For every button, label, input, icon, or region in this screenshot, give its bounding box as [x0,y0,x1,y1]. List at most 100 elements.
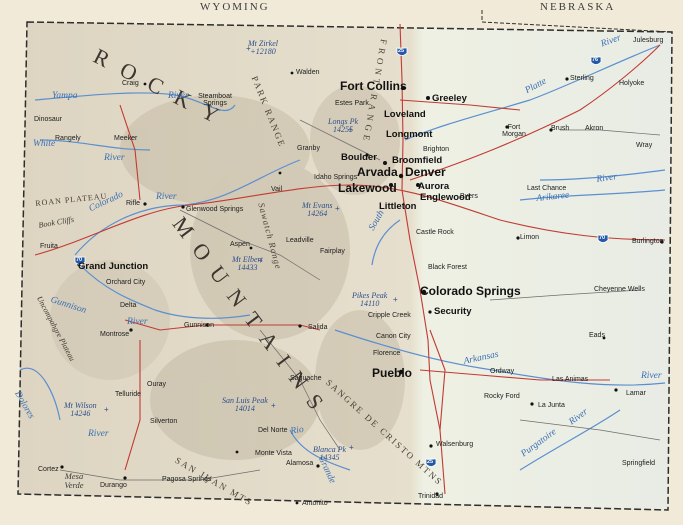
city-label-aurora: Aurora [418,181,450,192]
city-label-estes-park: Estes Park [335,100,369,107]
river-label-yampa-river: River [168,91,189,101]
river-label-arkansas-river: River [641,371,662,381]
city-label-colorado-springs: Colorado Springs [420,284,521,298]
city-label-julesburg: Julesburg [633,37,664,44]
road-greeley-brush [399,99,521,111]
city-label-la-junta: La Junta [538,402,565,409]
mesa-verde-label: Mesa Verde [64,471,84,490]
city-label-cripple-creek: Cripple Creek [368,312,411,319]
city-label-durango: Durango [100,482,127,489]
road-pueblo-lamar [419,369,610,381]
city-label-englewood: Englewood [420,192,471,203]
interstate-70-shield-east [597,234,609,243]
city-label-gunnison: Gunnison [184,322,214,329]
city-label-rifle: Rifle [126,200,141,207]
city-label-lakewood: Lakewood [338,181,397,195]
city-label-broomfield: Broomfield [392,155,443,166]
city-label-last-chance: Last Chance [527,185,567,192]
city-label-akron: Akron [585,125,604,132]
city-label-black-forest: Black Forest [428,264,467,271]
interstate-76-label: 76 [592,57,599,63]
city-label-orchard-city: Orchard City [106,279,146,286]
svg-text:+: + [393,295,398,304]
city-label-silverton: Silverton [150,418,178,425]
city-label-rocky-ford: Rocky Ford [484,393,520,400]
interstate-25-shield-south [425,458,437,467]
river-label-white-river: River [104,153,125,163]
city-label-alamosa: Alamosa [286,460,314,467]
city-label-boulder: Boulder [341,152,377,163]
city-label-springfield: Springfield [622,460,656,467]
interstate-25-label-north: 25 [398,48,405,54]
city-label-dinosaur: Dinosaur [34,116,63,123]
dolores-river-line [19,367,61,421]
interstate-76-shield [590,56,602,65]
peak-markers: + + + + + + + + [104,44,398,452]
city-label-security: Security [434,306,472,317]
city-label-sterling: Sterling [570,75,594,82]
city-label-canon-city: Canon City [376,333,411,340]
city-label-lamar: Lamar [626,390,646,397]
south-platte-line [404,44,661,141]
road-montrose-durango [124,340,141,471]
river-label-gunnison-river: River [127,317,148,327]
river-label-dolores-river: River [88,429,109,439]
city-label-burlington: Burlington [632,238,664,245]
city-label-del-norte: Del Norte [258,427,288,434]
city-label-castle-rock: Castle Rock [416,229,454,236]
rio-grande-line [289,429,351,471]
svg-text:+: + [335,204,340,213]
city-label-brush: Brush [551,125,570,132]
road-rifle-meeker [119,104,141,201]
city-label-pueblo: Pueblo [372,366,413,380]
city-label-fruita: Fruita [40,243,58,250]
city-label-cortez: Cortez [38,466,59,473]
city-label-walsenburg: Walsenburg [436,441,474,448]
city-label-leadville: Leadville [286,237,314,244]
minor-roads-layer [59,119,661,481]
city-label-eads: Eads [589,332,605,339]
city-label-ordway: Ordway [490,368,515,375]
svg-text:+: + [258,256,263,265]
city-label-florence: Florence [373,350,401,357]
svg-text:+: + [104,405,109,414]
city-label-telluride: Telluride [115,391,142,398]
city-label-aspen: Aspen [230,241,250,248]
city-label-monte-vista: Monte Vista [255,450,292,457]
city-label-meeker: Meeker [114,135,138,142]
city-label-ouray: Ouray [147,381,167,388]
interstate-25-shield-north [396,47,408,56]
road-montrose-salida [124,319,321,331]
gunnison-river-line [79,264,251,319]
city-label-saguache: Saguache [290,375,322,382]
river-label-white: White [33,139,56,149]
rivers-layer [19,44,666,471]
city-label-antonito: Antonito [302,500,328,507]
south-platte-upper-line [371,219,401,266]
road-springs-pueblo [429,329,446,431]
city-label-steamboat: Steamboat Springs [198,93,232,107]
yampa-river-line [34,92,236,111]
city-label-fort-collins: Fort Collins [340,79,407,93]
city-label-rangely: Rangely [55,135,81,142]
svg-text:+: + [246,44,251,53]
river-label-colorado-river: River [156,192,177,202]
city-label-greeley: Greeley [432,93,467,104]
city-label-granby: Granby [297,145,320,152]
city-label-craig: Craig [122,80,139,87]
city-label-trinidad: Trinidad [418,493,444,500]
city-label-montrose: Montrose [100,331,130,338]
roads-layer [34,23,666,495]
city-label-grand-junction: Grand Junction [78,261,149,272]
peak-label-zirkel: Mt Zirkel+12180 [248,39,278,56]
svg-text:+: + [271,401,276,410]
interstate-70-shield-west [74,256,86,265]
